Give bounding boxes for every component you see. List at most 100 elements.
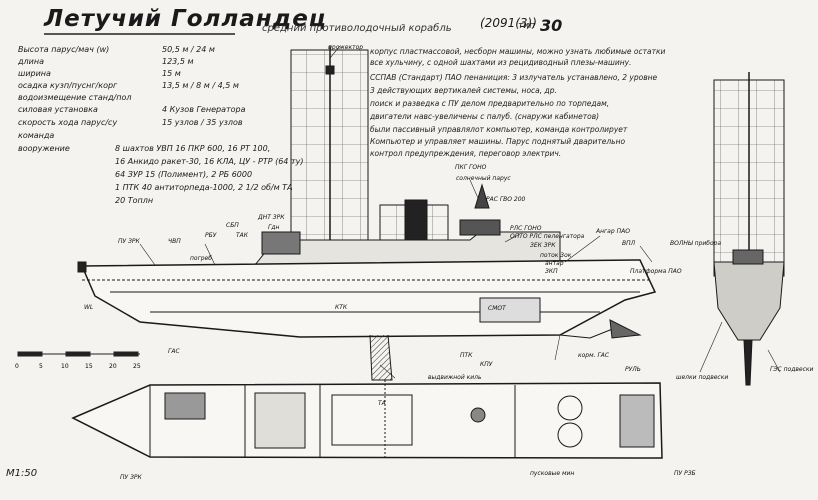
hangar-deck xyxy=(331,394,413,446)
spec-value: 15 узлов / 35 узлов xyxy=(162,118,243,127)
label-ta: ТА xyxy=(378,400,386,407)
spec-value: 50,5 м / 24 м xyxy=(162,45,215,54)
spec-label: команда xyxy=(18,131,55,140)
label-antar: антар xyxy=(545,260,564,267)
mast-lamp xyxy=(325,65,335,75)
front-keel xyxy=(743,339,753,386)
bow-flag xyxy=(77,261,87,273)
rotor-right xyxy=(557,422,583,448)
label-zkp: ЗКП xyxy=(545,268,558,275)
label-platform: Платформа ПАО xyxy=(630,268,682,275)
spec-label: скорость хода парус/су xyxy=(18,118,118,127)
note-line: поиск и разведка с ПУ делом предваритель… xyxy=(370,99,610,108)
label-chvp: ЧВП xyxy=(168,238,181,245)
scale-tick: 20 xyxy=(109,363,117,370)
label-rul: РУЛЬ xyxy=(625,366,641,373)
scale-tick: 10 xyxy=(61,363,69,370)
propeller-pod xyxy=(609,319,642,339)
label-system: ОПТО РЛС пеленгатора xyxy=(510,233,585,240)
label-vint: шелки подвески xyxy=(676,374,729,381)
radar-mast xyxy=(474,183,490,209)
armament-line: 8 шахтов УВП 16 ПКР 600, 16 РТ 100, xyxy=(115,144,271,153)
label-kpu: КПУ xyxy=(480,361,493,368)
label-pu-rzb: ПУ РЗБ xyxy=(674,470,696,477)
spec-value: 4 Кузов Генератора xyxy=(162,105,246,114)
scale-bar xyxy=(17,351,140,357)
keel xyxy=(369,334,393,381)
label-rls-gono: РЛС ГОНО xyxy=(510,225,542,232)
spec-label: Высота парус/мач (w) xyxy=(18,45,110,54)
label-korm-gas: корм. ГАС xyxy=(578,352,610,359)
type-number: 30 xyxy=(540,16,563,35)
label-sbp: СБП xyxy=(226,222,239,229)
label-tak: ТАК xyxy=(236,232,249,239)
label-mina: пусковые мин xyxy=(530,470,575,477)
note-line: ССПАВ (Стандарт) ПАО пенаниция: 3 излуча… xyxy=(370,73,658,82)
label-volny: ВОЛНЫ прибора xyxy=(670,240,722,247)
scale-tick: 5 xyxy=(39,363,43,370)
note-line: контрол предупреждения, переговор электр… xyxy=(370,149,562,158)
armament-line: 20 Топлн xyxy=(115,196,154,205)
spec-value: 15 м xyxy=(162,69,181,78)
label-pbu: РБУ xyxy=(205,232,217,239)
label-ras: РАС ГВО 200 xyxy=(486,196,526,203)
spec-label: водоизмещение станд/пол xyxy=(18,93,132,102)
note-line: 3 действующих вертикалей системы, носа, … xyxy=(370,86,557,95)
page-subtitle: средний противолодочный корабль xyxy=(262,23,452,34)
hull-side xyxy=(80,259,657,338)
stern-line xyxy=(559,327,616,339)
scale-tick: 0 xyxy=(15,363,19,370)
leader-lines xyxy=(139,45,781,379)
label-gas: ГАС xyxy=(168,348,180,355)
radar-house xyxy=(459,219,501,236)
label-wl: WL xyxy=(84,304,94,311)
label-smot: СМОТ xyxy=(488,305,506,312)
spec-label: осадка кузп/пуснг/корг xyxy=(18,81,118,90)
armament-line: 16 Анкидо ракет-30, 16 КЛА, ЦУ - РТР (64… xyxy=(115,157,304,166)
project-code: (2091(3)) xyxy=(480,16,537,30)
label-pogreb: погреб xyxy=(190,255,212,262)
side-profile xyxy=(77,46,657,381)
armament-line: 1 ПТК 40 антиторпеда-1000, 2 1/2 об/м ТА xyxy=(115,183,293,192)
label-sail: солнечный парус xyxy=(456,175,511,182)
note-line: Компьютер и управляет машины. Парус подн… xyxy=(370,137,626,146)
label-pu-zrk: ПУ ЗРК xyxy=(118,238,140,245)
rotor-left xyxy=(557,395,583,421)
label-mast: прожектор xyxy=(328,44,364,51)
spec-label: длина xyxy=(18,57,44,66)
spec-label: силовая установка xyxy=(18,105,98,114)
deck-block xyxy=(254,392,306,449)
bridge-block xyxy=(261,231,301,255)
note-line: корпус пластмассовой, несборн машины, мо… xyxy=(370,47,666,56)
label-pk-gono: ПКГ ГОНО xyxy=(455,164,487,171)
label-gdn: Гдн xyxy=(268,224,280,231)
scale-label: М1:50 xyxy=(6,468,38,479)
stern-hangar xyxy=(619,394,655,448)
label-dnt-zrk: ДНТ ЗРК xyxy=(258,214,285,221)
spec-value: 123,5 м xyxy=(162,57,194,66)
label-hangar: Ангар ПАО xyxy=(596,228,630,235)
vls-cells xyxy=(164,392,206,420)
spec-label: ширина xyxy=(18,69,51,78)
type-label: тип xyxy=(518,21,535,31)
label-ptk: ПТК xyxy=(460,352,473,359)
label-zrk: ЗЕК ЗРК xyxy=(530,242,556,249)
page-title: Летучий Голландец xyxy=(44,6,327,32)
label-vpl: ВПЛ xyxy=(622,240,636,247)
spec-label: вооружение xyxy=(18,144,70,153)
spec-value: 13,5 м / 8 м / 4,5 м xyxy=(162,81,239,90)
label-ktk: КТК xyxy=(335,304,348,311)
front-view xyxy=(713,72,785,386)
label-pu-zrk-plan: ПУ ЗРК xyxy=(120,474,142,481)
label-kil: выдвижной киль xyxy=(428,374,482,381)
scale-tick: 15 xyxy=(85,363,93,370)
label-ges: ГЭС подвески xyxy=(770,366,814,373)
note-line: были пассивный управлялот компьютер, ком… xyxy=(370,125,628,134)
scale-tick: 25 xyxy=(133,363,141,370)
note-line: все хульчину, с одной шахтами из рецидив… xyxy=(370,58,632,67)
plan-view xyxy=(71,380,663,460)
smot-bay xyxy=(479,297,541,323)
note-line: двигатели навс-увеличены с палуб. (снару… xyxy=(370,112,600,121)
armament-line: 64 ЗУР 15 (Полимент), 2 РБ 6000 xyxy=(115,170,253,179)
